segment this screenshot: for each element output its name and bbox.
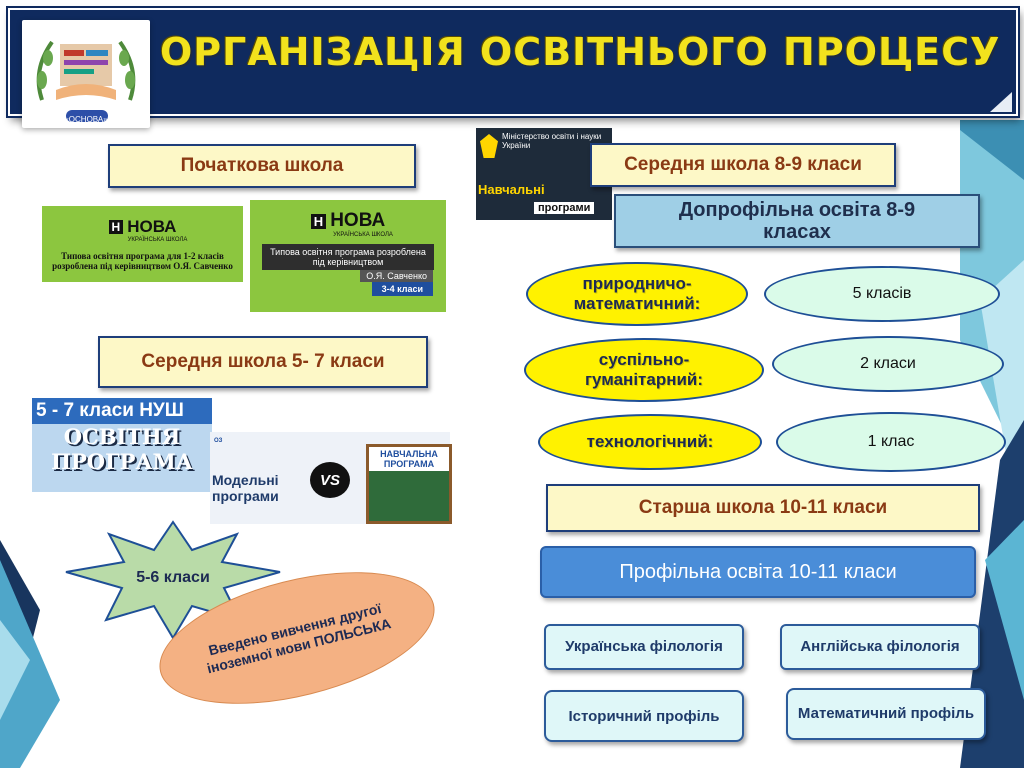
- vs-badge: VS: [310, 462, 350, 498]
- nush-banner-line3: ПРОГРАМА: [51, 449, 193, 474]
- header-bar: [8, 8, 1018, 116]
- ministry-caption1: Навчальні: [478, 182, 545, 197]
- nova-h-icon: Н: [108, 220, 124, 234]
- track-english-philology: Англійська філологія: [780, 624, 980, 670]
- nova-grade: 3-4 класи: [371, 282, 433, 296]
- nova-sub: УКРАЇНСЬКА ШКОЛА: [333, 232, 393, 238]
- ministry-name: Міністерство освіти і науки України: [502, 132, 602, 151]
- senior-school-label: Старша школа 10-11 класи: [546, 484, 980, 532]
- track-math-profile: Математичний профіль: [786, 688, 986, 740]
- nova-card-text: Типова освітня програма розроблена під к…: [262, 244, 434, 270]
- track-ukrainian-philology: Українська філологія: [544, 624, 744, 670]
- nova-card-1-2: Н НОВА УКРАЇНСЬКА ШКОЛА Типова освітня п…: [42, 206, 243, 282]
- profile-education-bar: Профільна освіта 10-11 класи: [540, 546, 976, 598]
- ministry-programs-image: Міністерство освіти і науки України Навч…: [476, 128, 612, 220]
- profile-social-humanitarian: суспільно-гуманітарний:: [524, 338, 764, 402]
- ministry-caption2: програми: [534, 202, 595, 214]
- header-page-curl: [990, 92, 1012, 112]
- nova-card-3-4: Н НОВА УКРАЇНСЬКА ШКОЛА Типова освітня п…: [250, 200, 446, 312]
- nova-brand: НОВА: [330, 210, 386, 231]
- nush-banner-line1: 5 - 7 класи НУШ: [32, 398, 212, 424]
- nush-banner: 5 - 7 класи НУШ ОСВІТНЯ ПРОГРАМА: [32, 398, 212, 492]
- study-program-label: НАВЧАЛЬНА ПРОГРАМА: [369, 447, 449, 471]
- nova-h-icon: Н: [310, 213, 327, 229]
- profile-social-humanitarian-count: 2 класи: [772, 336, 1004, 392]
- nova-card-text: Типова освітня програма для 1-2 класів р…: [52, 251, 233, 271]
- nova-author: О.Я. Савченко: [360, 270, 433, 282]
- model-programs-label: Модельні програми: [212, 472, 279, 505]
- profile-science-math: природничо-математичний:: [526, 262, 748, 326]
- track-history-profile: Історичний профіль: [544, 690, 744, 742]
- ua-trident-icon: [480, 134, 498, 158]
- chalkboard-icon: НАВЧАЛЬНА ПРОГРАМА: [366, 444, 452, 524]
- school-logo: «ОСНОВА»: [22, 20, 150, 128]
- profile-technological-count: 1 клас: [776, 412, 1006, 472]
- profile-technological: технологічний:: [538, 414, 762, 470]
- primary-school-label: Початкова школа: [108, 144, 416, 188]
- profile-science-math-count: 5 класів: [764, 266, 1000, 322]
- logo-badge: [66, 110, 108, 122]
- nova-sub: УКРАЇНСЬКА ШКОЛА: [127, 237, 188, 243]
- page-title: ОРГАНІЗАЦІЯ ОСВІТНЬОГО ПРОЦЕСУ: [160, 30, 1001, 74]
- star-label: 5-6 класи: [136, 569, 210, 586]
- model-vs-program-image: ОЗ Модельні програми VS НАВЧАЛЬНА ПРОГРА…: [210, 432, 452, 524]
- middle-school-8-9-label: Середня школа 8-9 класи: [590, 143, 896, 187]
- mon-mini-logo: ОЗ: [214, 438, 223, 444]
- preprofile-education-label: Допрофільна освіта 8-9 класах: [614, 194, 980, 248]
- nush-banner-line2: ОСВІТНЯ: [63, 424, 181, 449]
- logo-label: «ОСНОВА»: [64, 115, 108, 124]
- middle-school-5-7-label: Середня школа 5- 7 класи: [98, 336, 428, 388]
- nova-brand: НОВА: [127, 217, 177, 236]
